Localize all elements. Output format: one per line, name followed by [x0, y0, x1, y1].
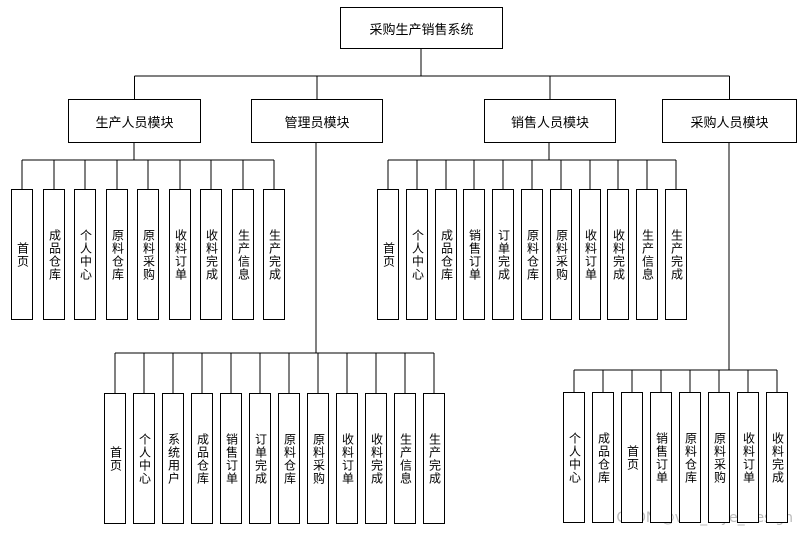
- item-sales-8: 收料完成: [607, 189, 629, 320]
- item-sales-10: 生产完成: [665, 189, 687, 320]
- item-purchase-4: 原料仓库: [679, 392, 701, 523]
- item-purchase-1: 成品仓库: [592, 392, 614, 523]
- item-admin-10: 生产信息: [394, 393, 416, 524]
- root-node: 采购生产销售系统: [340, 7, 503, 49]
- module-sales: 销售人员模块: [484, 99, 616, 143]
- module-admin: 管理员模块: [251, 99, 383, 143]
- item-production-5: 收料订单: [169, 189, 191, 320]
- item-sales-7: 收料订单: [579, 189, 601, 320]
- module-production: 生产人员模块: [68, 99, 201, 143]
- item-sales-3: 销售订单: [463, 189, 485, 320]
- item-admin-7: 原料采购: [307, 393, 329, 524]
- item-sales-2: 成品仓库: [435, 189, 457, 320]
- item-admin-0: 首页: [104, 393, 126, 524]
- item-production-1: 成品仓库: [43, 189, 65, 320]
- item-production-7: 生产信息: [232, 189, 254, 320]
- item-production-2: 个人中心: [74, 189, 96, 320]
- item-admin-1: 个人中心: [133, 393, 155, 524]
- item-admin-6: 原料仓库: [278, 393, 300, 524]
- item-purchase-3: 销售订单: [650, 392, 672, 523]
- item-admin-2: 系统用户: [162, 393, 184, 524]
- item-production-8: 生产完成: [263, 189, 285, 320]
- item-admin-9: 收料完成: [365, 393, 387, 524]
- module-purchase: 采购人员模块: [662, 99, 797, 143]
- item-sales-9: 生产信息: [636, 189, 658, 320]
- item-production-0: 首页: [11, 189, 33, 320]
- item-sales-4: 订单完成: [492, 189, 514, 320]
- item-sales-1: 个人中心: [406, 189, 428, 320]
- item-purchase-5: 原料采购: [708, 392, 730, 523]
- item-purchase-0: 个人中心: [563, 392, 585, 523]
- item-production-3: 原料仓库: [106, 189, 128, 320]
- item-admin-5: 订单完成: [249, 393, 271, 524]
- item-admin-3: 成品仓库: [191, 393, 213, 524]
- item-admin-8: 收料订单: [336, 393, 358, 524]
- item-production-4: 原料采购: [137, 189, 159, 320]
- item-sales-6: 原料采购: [550, 189, 572, 320]
- item-admin-11: 生产完成: [423, 393, 445, 524]
- item-purchase-7: 收料完成: [766, 392, 788, 523]
- item-admin-4: 销售订单: [220, 393, 242, 524]
- item-purchase-6: 收料订单: [737, 392, 759, 523]
- item-sales-0: 首页: [377, 189, 399, 320]
- item-sales-5: 原料仓库: [521, 189, 543, 320]
- item-production-6: 收料完成: [200, 189, 222, 320]
- item-purchase-2: 首页: [621, 392, 643, 523]
